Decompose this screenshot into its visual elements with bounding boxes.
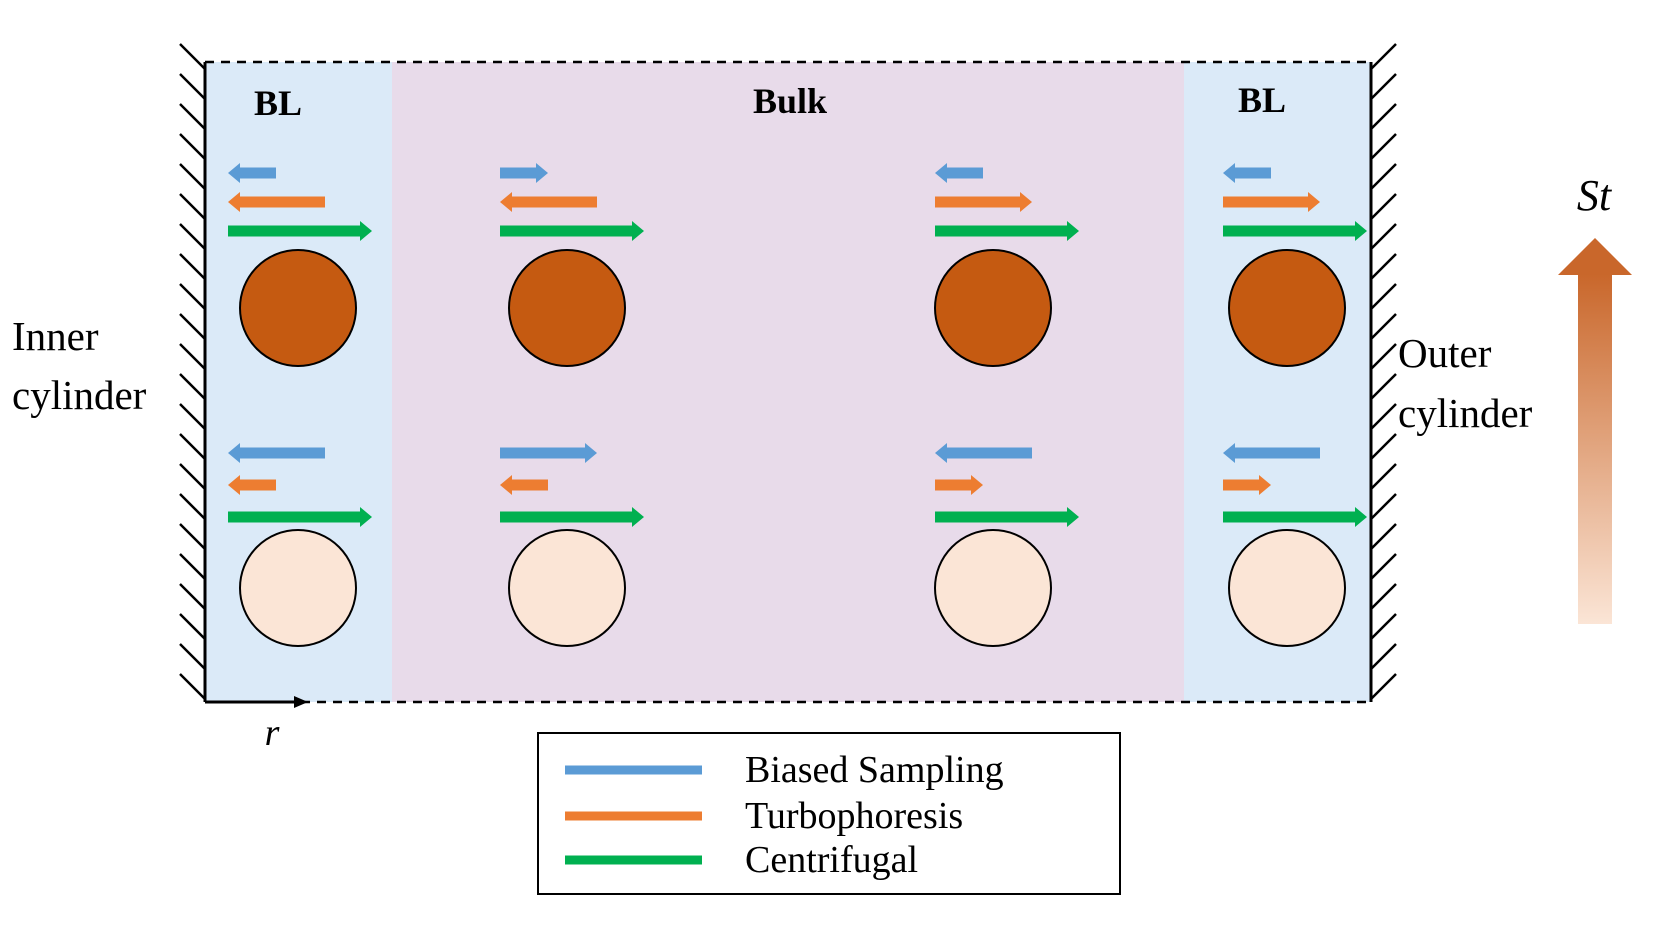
particle-high-st-bulk-inner <box>508 249 626 367</box>
particle-high-st-outer-BL <box>1228 249 1346 367</box>
particle-low-st-bulk-outer <box>934 529 1052 647</box>
arrow-centrifugal-bulk-inner-low <box>500 507 644 527</box>
arrow-biased-inner-BL-low <box>228 443 325 463</box>
particle-high-st-bulk-outer <box>934 249 1052 367</box>
arrow-biased-bulk-outer-high <box>935 163 983 183</box>
arrow-biased-outer-BL-high <box>1223 163 1271 183</box>
inner-cylinder-label-line2: cylinder <box>12 372 147 418</box>
inner-cylinder-label-line1: Inner <box>12 313 99 359</box>
arrow-biased-bulk-inner-low <box>500 443 597 463</box>
particle-low-st-outer-BL <box>1228 529 1346 647</box>
stokes-increase-arrow <box>1558 238 1632 624</box>
arrow-centrifugal-inner-BL-low <box>228 507 372 527</box>
arrow-centrifugal-outer-BL-high <box>1223 221 1367 241</box>
particle-high-st-inner-BL <box>239 249 357 367</box>
stokes-number-label: St <box>1577 171 1613 220</box>
radial-axis-label: r <box>265 712 280 754</box>
arrow-turbo-bulk-outer-high <box>935 192 1032 212</box>
arrow-turbo-bulk-inner-high <box>500 192 597 212</box>
particle-low-st-bulk-inner <box>508 529 626 647</box>
outer-cylinder-label-line2: cylinder <box>1398 390 1533 436</box>
legend-label-biased: Biased Sampling <box>745 749 1004 791</box>
outer-cylinder-label-line1: Outer <box>1398 330 1492 376</box>
arrow-turbo-inner-BL-high <box>228 192 325 212</box>
arrow-turbo-outer-BL-low <box>1223 475 1271 495</box>
arrow-biased-outer-BL-low <box>1223 443 1320 463</box>
arrow-centrifugal-bulk-outer-low <box>935 507 1079 527</box>
particles-group <box>239 249 1346 647</box>
inner-cylinder-wall <box>179 43 207 702</box>
outer-cylinder-wall <box>1369 43 1397 702</box>
arrow-biased-bulk-outer-low <box>935 443 1032 463</box>
force-arrows-group <box>228 163 1367 527</box>
legend-label-turbo: Turbophoresis <box>745 795 963 837</box>
arrow-turbo-bulk-inner-low <box>500 475 548 495</box>
legend-label-centri: Centrifugal <box>745 839 918 881</box>
arrow-centrifugal-inner-BL-high <box>228 221 372 241</box>
particle-low-st-inner-BL <box>239 529 357 647</box>
arrow-biased-inner-BL-high <box>228 163 276 183</box>
legend: Biased Sampling Turbophoresis Centrifuga… <box>537 732 1121 895</box>
bl-left-label: BL <box>254 83 302 123</box>
bulk-region <box>392 62 1184 702</box>
arrow-centrifugal-bulk-outer-high <box>935 221 1079 241</box>
radial-axis-arrow <box>205 696 308 708</box>
arrow-biased-bulk-inner-high <box>500 163 548 183</box>
arrow-turbo-outer-BL-high <box>1223 192 1320 212</box>
arrow-turbo-bulk-outer-low <box>935 475 983 495</box>
arrow-centrifugal-outer-BL-low <box>1223 507 1367 527</box>
arrow-centrifugal-bulk-inner-high <box>500 221 644 241</box>
bl-right-label: BL <box>1238 80 1286 120</box>
bulk-label: Bulk <box>753 81 827 121</box>
arrow-turbo-inner-BL-low <box>228 475 276 495</box>
